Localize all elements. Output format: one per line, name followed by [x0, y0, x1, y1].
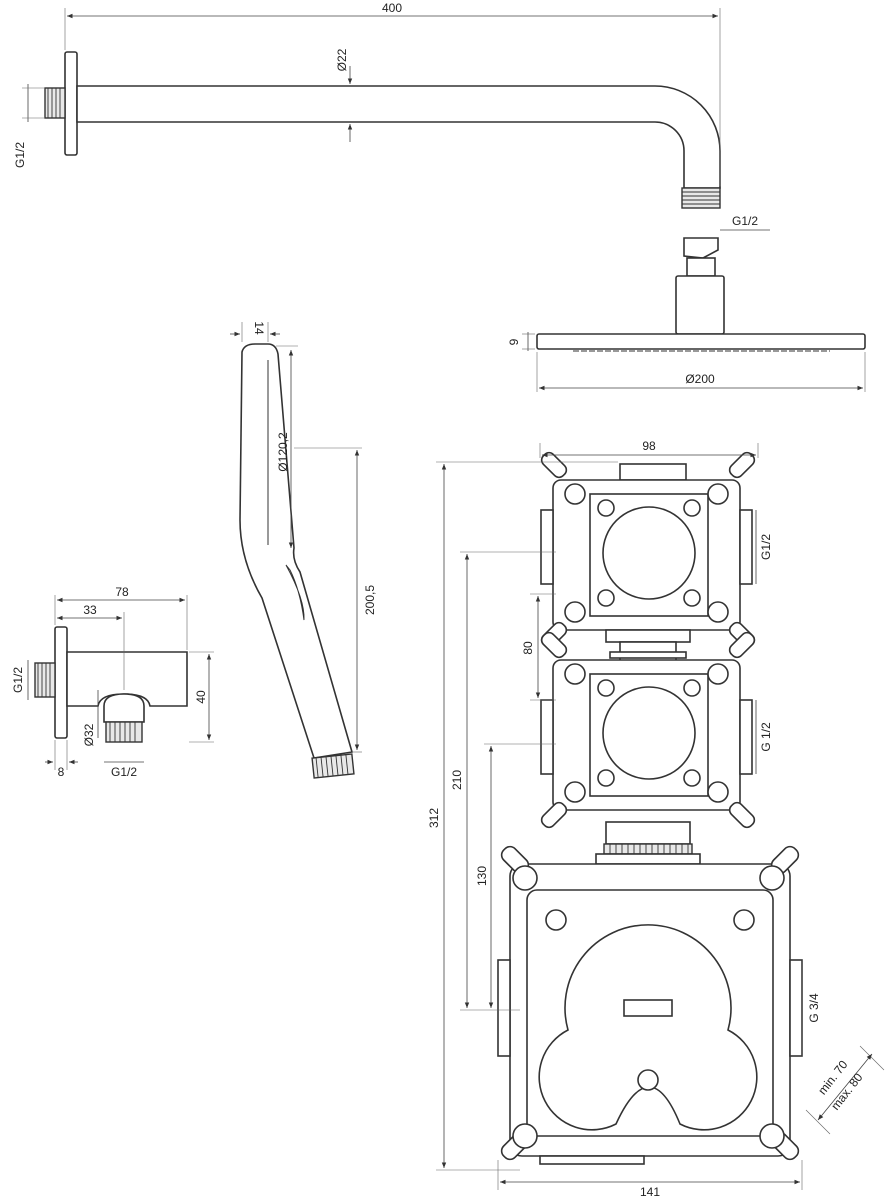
label-box-height-210: 210	[450, 770, 464, 790]
head-shower	[536, 237, 866, 352]
arm-dimensions	[22, 8, 866, 392]
label-box-pitch: 80	[521, 641, 535, 655]
label-elbow-diameter: Ø32	[82, 723, 96, 746]
label-arm-outlet-thread: G1/2	[732, 214, 758, 228]
label-arm-length: 400	[382, 1, 402, 15]
label-wall-thread: G1/2	[13, 142, 27, 168]
label-head-thickness: 9	[507, 338, 521, 345]
label-box-height-130: 130	[475, 866, 489, 886]
label-elbow-length: 78	[115, 585, 129, 599]
label-elbow-offset: 33	[83, 603, 97, 617]
label-box-thread-upper: G1/2	[759, 534, 773, 560]
label-box-thread-middle: G 1/2	[759, 722, 773, 752]
diverter-box-upper	[540, 451, 756, 649]
label-hand-width: 14	[252, 321, 266, 335]
coupler-lower	[595, 821, 701, 865]
label-box-thread-lower: G 3/4	[807, 993, 821, 1023]
hand-dimensions	[230, 322, 362, 753]
label-box-width-bottom: 141	[640, 1185, 660, 1199]
hand-shower	[239, 343, 355, 779]
thermostat-box	[497, 845, 803, 1165]
coupler-upper	[605, 629, 691, 663]
elbow-dimensions	[27, 595, 214, 770]
box-dimensions	[436, 443, 885, 1190]
label-elbow-flange: 8	[58, 765, 65, 779]
label-hand-face-diameter: Ø120,2	[276, 432, 290, 472]
label-arm-diameter: Ø22	[335, 48, 349, 71]
label-head-diameter: Ø200	[685, 372, 715, 386]
label-box-total-height: 312	[427, 808, 441, 828]
label-elbow-height: 40	[194, 690, 208, 704]
shower-arm	[44, 51, 721, 209]
label-hand-length: 200,5	[363, 585, 377, 615]
diverter-box-middle	[540, 631, 756, 829]
label-elbow-outlet-thread: G1/2	[111, 765, 137, 779]
wall-elbow	[34, 626, 188, 743]
label-elbow-inlet-thread: G1/2	[11, 667, 25, 693]
label-box-width-top: 98	[642, 439, 656, 453]
